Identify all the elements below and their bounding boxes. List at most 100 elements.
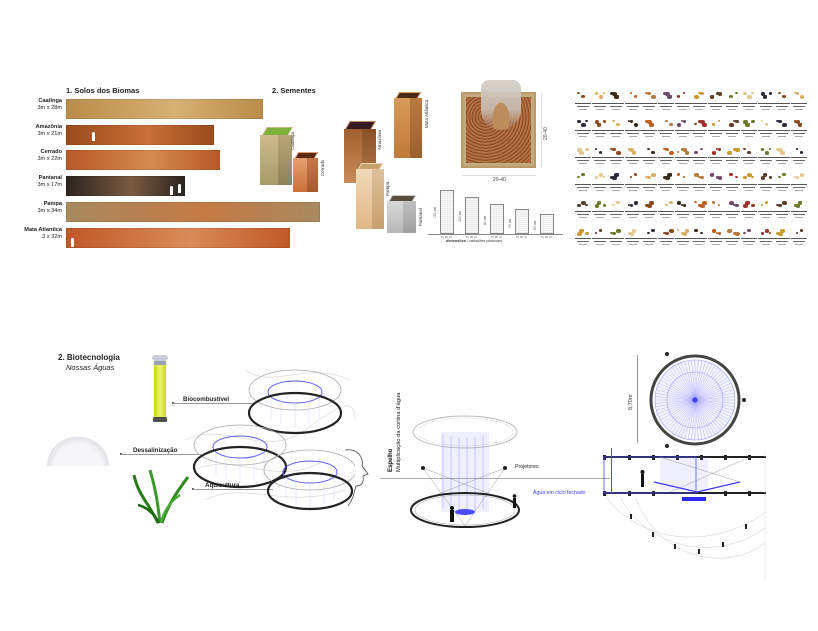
soil-bar	[66, 150, 220, 170]
seed-catalog-grid	[575, 90, 807, 252]
seed-sample	[707, 90, 724, 116]
seed-sample	[641, 144, 658, 170]
seed-sample	[608, 117, 625, 143]
seed-sample	[575, 144, 591, 170]
salt-pile-icon	[42, 432, 114, 466]
diameter-dimension-line	[637, 355, 638, 443]
biome-name: Amazônia	[35, 124, 62, 130]
dimension-bar-label: 100 cm	[458, 210, 462, 222]
seed-sample	[707, 117, 724, 143]
seed-sample	[741, 198, 757, 224]
seed-sample	[774, 144, 791, 170]
seed-sample	[724, 198, 741, 224]
pillar-pantanal	[387, 195, 419, 233]
seed-sample	[575, 117, 591, 143]
seed-sample	[741, 225, 757, 251]
dimension-bar	[465, 197, 479, 234]
seed-sample	[674, 198, 691, 224]
seed-sample	[790, 90, 807, 116]
person-silhouette-icon	[71, 238, 74, 247]
dimension-bar	[440, 190, 454, 234]
seed-sample	[774, 90, 791, 116]
seed-sample	[724, 117, 741, 143]
seed-sample	[575, 171, 591, 197]
seed-sample	[591, 144, 608, 170]
seed-sample	[674, 117, 691, 143]
seed-sample	[591, 117, 608, 143]
section-title-soils: 1. Solos dos Biomas	[66, 86, 140, 95]
pillar-cerrado	[293, 152, 321, 192]
seed-sample	[575, 225, 591, 251]
seed-sample	[674, 144, 691, 170]
dimension-range: 0 | 30 | 0	[466, 235, 477, 239]
seed-sample	[790, 117, 807, 143]
seed-sample	[691, 225, 708, 251]
pillar-label-caatinga: Caatinga	[290, 131, 295, 150]
soil-bar	[66, 125, 214, 145]
seed-sample	[707, 198, 724, 224]
seed-sample	[707, 144, 724, 170]
dimension-bar-label: 80 cm	[483, 215, 487, 225]
horizon-line	[380, 478, 610, 479]
section-title-biotech: 2. Biotecnologia	[58, 353, 120, 362]
pillar-label-amazonia: Amazônia	[377, 129, 382, 150]
seed-sample	[724, 225, 741, 251]
section-title-seeds: 2. Sementes	[272, 86, 316, 95]
seed-sample	[624, 171, 641, 197]
face-profile-icon	[344, 449, 369, 507]
seed-sample	[741, 171, 757, 197]
seed-sample	[624, 90, 641, 116]
seed-sample	[741, 117, 757, 143]
dimension-bar	[540, 214, 554, 234]
seed-sample	[757, 117, 774, 143]
seed-sample	[591, 90, 608, 116]
seed-sample	[624, 225, 641, 251]
seed-sample	[774, 117, 791, 143]
leader-line-biofuel	[173, 403, 253, 404]
seed-sample	[724, 144, 741, 170]
box-dimension-h: 20-40	[493, 177, 506, 183]
seed-sample	[707, 171, 724, 197]
water-cycle-arrow-line	[611, 448, 612, 494]
seed-sample	[790, 198, 807, 224]
dimension-bar	[490, 204, 504, 234]
seed-sample	[691, 144, 708, 170]
label-projectors: Projetores	[515, 464, 539, 470]
biome-dimensions: 3m x 21m	[37, 131, 62, 137]
seed-sample	[691, 117, 708, 143]
pillar-mata-atlantica	[394, 92, 424, 158]
dimension-range: 0 | 40 | 0	[516, 235, 527, 239]
mirror-subtitle: Multiplicação da cortina d'água	[396, 392, 402, 472]
seed-sample	[575, 90, 591, 116]
seed-sample	[624, 198, 641, 224]
seed-sample	[774, 171, 791, 197]
seed-sample	[608, 144, 625, 170]
seed-sample	[757, 198, 774, 224]
seed-sample	[741, 90, 757, 116]
box-dimension-v: 20-40	[543, 127, 549, 140]
dimension-range: 0 | 20 | 0	[441, 235, 452, 239]
seed-sample	[641, 117, 658, 143]
seed-sample	[757, 171, 774, 197]
seed-sample	[674, 90, 691, 116]
seed-sample	[608, 90, 625, 116]
person-silhouette-icon	[92, 132, 95, 141]
seed-sample	[741, 144, 757, 170]
section-subtitle-waters: Nossas Águas	[66, 363, 115, 372]
seed-sample	[658, 90, 674, 116]
seed-sample	[674, 225, 691, 251]
seed-sample	[658, 198, 674, 224]
seaweed-icon	[132, 469, 190, 524]
seed-sample	[757, 225, 774, 251]
leader-line-aquaculture	[193, 489, 273, 490]
biome-name: Pantanal	[38, 175, 62, 181]
seed-sample	[724, 90, 741, 116]
biome-dimensions: 3m x 34m	[37, 208, 62, 214]
soil-bar	[66, 228, 290, 248]
leader-line-desalination	[121, 454, 201, 455]
biome-name: Cerrado	[40, 149, 62, 155]
